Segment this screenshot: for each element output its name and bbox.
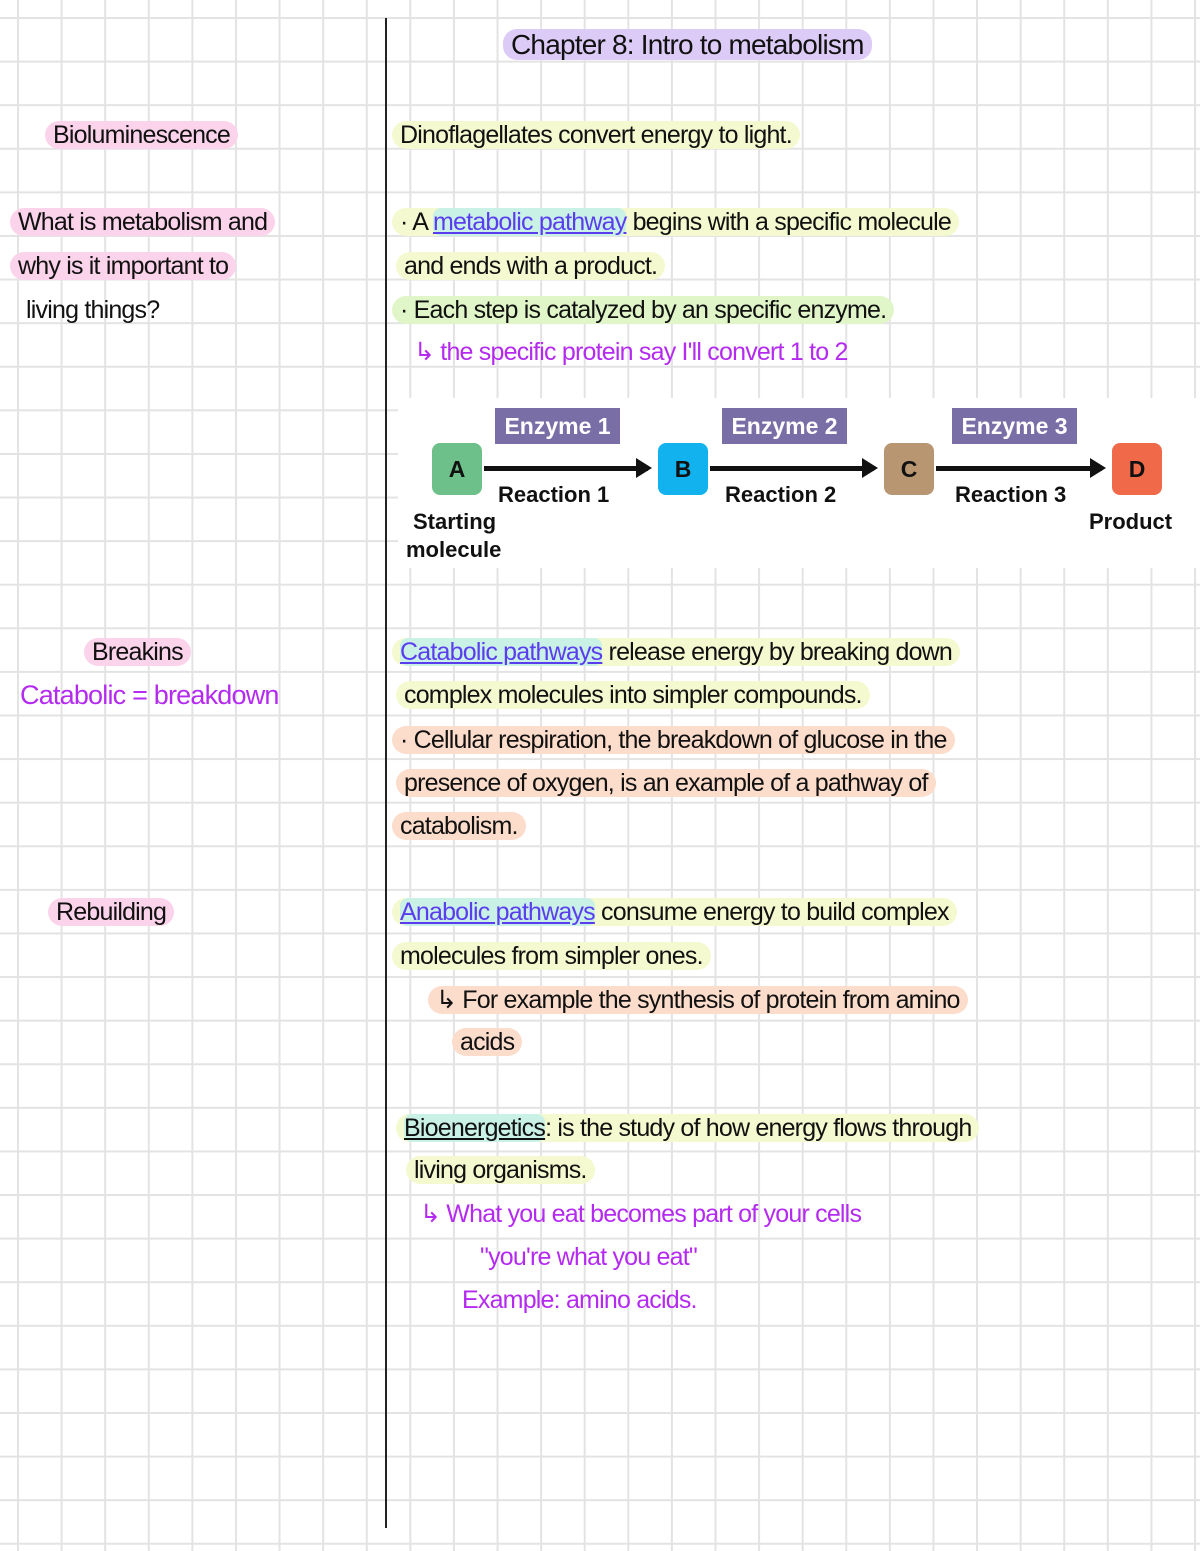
reaction-1-arrow [484,458,652,478]
note-bioenergetics-line-2: living organisms. [406,1155,595,1185]
reaction-1-label: Reaction 1 [498,482,610,507]
bullet: · A [400,208,428,236]
node-a: A [432,443,482,495]
note-eat-1: ↳ What you eat becomes part of your cell… [420,1200,862,1228]
cue-question-line-1: What is metabolism and [10,207,276,237]
column-divider [385,18,387,1528]
term-anabolic-pathways: Anabolic pathways [400,898,596,926]
cue-bioluminescence: Bioluminescence [45,120,238,150]
enzyme-2-label: Enzyme 2 [722,408,847,444]
note-protein: ↳ the specific protein say I'll convert … [414,338,848,366]
note-bioenergetics: Bioenergetics: is the study of how energ… [396,1113,980,1143]
starting-molecule-label-2: molecule [406,537,502,562]
cue-text: Bioluminescence [45,121,238,149]
product-label: Product [1089,509,1173,534]
note-respiration-line-2: presence of oxygen, is an example of a p… [396,768,936,798]
note-anabolic: Anabolic pathways consume energy to buil… [392,897,957,927]
cue-breakins: Breakins [84,637,191,667]
term-bioenergetics: Bioenergetics [404,1114,546,1142]
term-catabolic-pathways: Catabolic pathways [400,638,603,666]
note-text: and ends with a product. [396,252,666,280]
cue-question-line-2: why is it important to [10,251,237,281]
page-title: Chapter 8: Intro to metabolism [503,29,872,60]
note-eat-3: Example: amino acids. [462,1286,698,1314]
note-text: Dinoflagellates convert energy to light. [392,121,800,149]
cue-catabolic-definition: Catabolic = breakdown [20,680,279,710]
metabolic-pathway-diagram: Enzyme 1 Enzyme 2 Enzyme 3 A B C D React… [398,398,1200,568]
note-text: acids [452,1028,523,1056]
note-dinoflagellates: Dinoflagellates convert energy to light. [392,120,800,150]
note-respiration-line-1: · Cellular respiration, the breakdown of… [392,725,955,755]
node-d: D [1112,443,1162,495]
cue-rebuilding: Rebuilding [48,897,175,927]
enzyme-3-label: Enzyme 3 [952,408,1077,444]
note-metabolic-pathway-line-2: and ends with a product. [396,251,666,281]
node-c: C [884,443,934,495]
note-catabolic-line-2: complex molecules into simpler compounds… [396,680,870,710]
reaction-3-arrow [936,458,1106,478]
note-text: consume energy to build complex [601,898,949,926]
note-text: ↳ For example the synthesis of protein f… [428,986,968,1014]
reaction-2-label: Reaction 2 [725,482,837,507]
note-text: catabolism. [392,812,526,840]
note-text: · Each step is catalyzed by an specific … [392,296,895,324]
reaction-2-arrow [710,458,878,478]
note-text: molecules from simpler ones. [392,942,711,970]
title-text: Chapter 8: Intro to metabolism [503,29,872,60]
note-text: release energy by breaking down [608,638,953,666]
note-anabolic-example-2: acids [452,1027,523,1057]
cue-text: Rebuilding [48,898,175,926]
note-text: complex molecules into simpler compounds… [396,681,870,709]
note-text: : is the study of how energy flows throu… [545,1114,972,1142]
note-text: · Cellular respiration, the breakdown of… [392,726,955,754]
note-eat-2: "you're what you eat" [480,1243,698,1271]
cue-text: What is metabolism and [10,208,276,236]
note-respiration-line-3: catabolism. [392,811,526,841]
enzyme-1-label: Enzyme 1 [495,408,620,444]
cue-text: why is it important to [10,252,237,280]
reaction-3-label: Reaction 3 [955,482,1067,507]
note-each-step: · Each step is catalyzed by an specific … [392,295,895,325]
cue-text: Breakins [84,638,191,666]
note-catabolic: Catabolic pathways release energy by bre… [392,637,961,667]
note-text: presence of oxygen, is an example of a p… [396,769,936,797]
starting-molecule-label: Starting [413,509,497,534]
note-anabolic-example: ↳ For example the synthesis of protein f… [428,985,968,1015]
note-text: begins with a specific molecule [632,208,952,236]
term-metabolic-pathway: metabolic pathway [432,208,627,236]
cue-question-line-3: living things? [26,296,160,324]
node-b: B [658,443,708,495]
note-text: living organisms. [406,1156,595,1184]
note-metabolic-pathway: · A metabolic pathway begins with a spec… [392,207,960,237]
note-anabolic-line-2: molecules from simpler ones. [392,941,711,971]
